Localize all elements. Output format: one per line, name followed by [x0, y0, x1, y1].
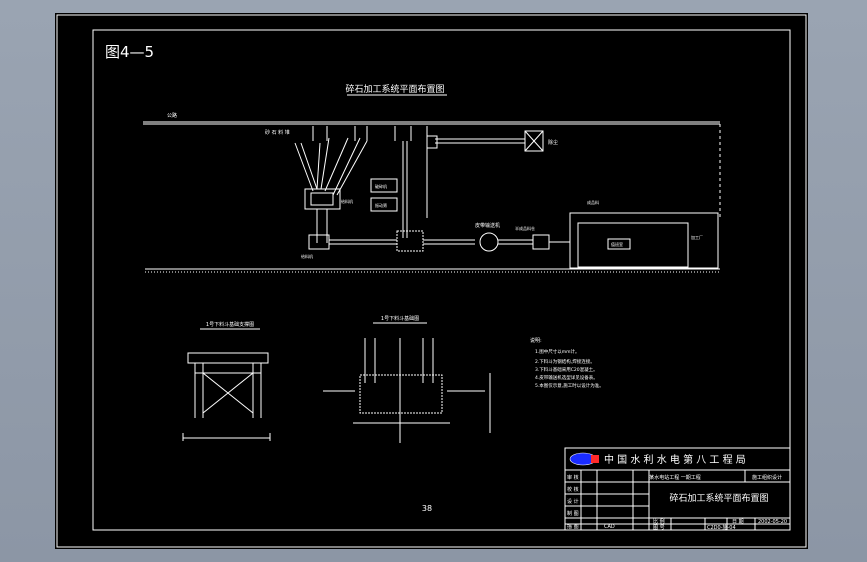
cad-drawing: 图4—5 碎石加工系统平面布置图 公路 砂 石 料 堆 — [56, 14, 807, 548]
dust-label: 除尘 — [548, 139, 558, 146]
crusher-center — [396, 230, 424, 252]
conveyor-label: 半成品料仓 — [515, 225, 535, 231]
svg-text:4.皮带输送机选型详见设备表。: 4.皮带输送机选型详见设备表。 — [535, 374, 598, 381]
feeder-label-2: 给料机 — [301, 253, 313, 259]
office-box — [607, 238, 631, 250]
crusher-left — [308, 234, 330, 250]
page-number: 38 — [422, 504, 432, 513]
design-stage: 施工组织设计 — [752, 474, 782, 481]
svg-text:说明:: 说明: — [530, 337, 542, 344]
stock-label: 成品料 — [587, 199, 599, 205]
stockpile-label: 砂 石 料 堆 — [265, 129, 290, 136]
equipment-label-2: 振动筛 — [375, 202, 387, 208]
stockpile-ticks — [312, 126, 428, 141]
approval-rows: 审 核 校 核 设 计 制 图 描 图 — [567, 474, 579, 530]
drawing-sheet: 图4—5 碎石加工系统平面布置图 公路 砂 石 料 堆 — [55, 13, 808, 549]
equipment-label-1: 破碎机 — [375, 183, 387, 189]
svg-text:2.下料斗为钢结构,焊接连接。: 2.下料斗为钢结构,焊接连接。 — [535, 358, 595, 365]
drawing-no-label: 图 号 — [653, 525, 665, 531]
svg-text:校 核: 校 核 — [567, 486, 579, 493]
road-label: 公路 — [167, 112, 177, 119]
scale-label: 比 例 — [653, 518, 665, 525]
feeder-label-1: 给料机 — [341, 198, 353, 204]
svg-text:描 图: 描 图 — [567, 523, 579, 530]
title-block — [564, 447, 791, 531]
equipment-box-2 — [370, 197, 398, 212]
feeder-box — [304, 188, 341, 210]
drawing-no: C2D0-施-04 — [707, 524, 736, 531]
svg-text:3.下料斗基础采用C20混凝土。: 3.下料斗基础采用C20混凝土。 — [535, 366, 598, 373]
shed-inner — [577, 222, 689, 268]
company-logo — [569, 452, 599, 466]
svg-text:1.图中尺寸以mm计。: 1.图中尺寸以mm计。 — [535, 348, 580, 355]
svg-text:制 图: 制 图 — [567, 510, 579, 517]
section-left-title: 1号下料斗基础支撑图 — [206, 321, 254, 328]
outer-frame — [56, 14, 807, 548]
dust-tower — [524, 130, 544, 152]
svg-text:5.本图仅示意,施工时以设计为准。: 5.本图仅示意,施工时以设计为准。 — [535, 382, 604, 389]
project-name: 某水电站工程 一期工程 — [649, 474, 701, 481]
inner-frame — [92, 29, 791, 531]
section-right-title: 1号下料斗基础图 — [381, 315, 419, 322]
company-name: 中 国 水 利 水 电 第 八 工 程 局 — [604, 453, 746, 466]
author: CAD — [604, 524, 615, 530]
processing-shed — [569, 212, 719, 269]
office-label: 值班室 — [611, 241, 623, 247]
equipment-box-1 — [370, 178, 398, 193]
section-right-drawing — [323, 338, 491, 443]
svg-text:审 核: 审 核 — [567, 474, 579, 481]
section-left-drawing — [182, 352, 271, 441]
notes: 说明: 1.图中尺寸以mm计。 2.下料斗为钢结构,焊接连接。 3.下料斗基础采… — [530, 337, 604, 389]
figure-label: 图4—5 — [105, 43, 154, 61]
screen-circle — [479, 232, 499, 252]
date-value: 2002-05-20 — [758, 519, 787, 525]
vertical-conveyors — [402, 141, 428, 238]
date-label: 日 期 — [732, 519, 744, 525]
inclined-belts — [294, 137, 368, 196]
svg-text:设 计: 设 计 — [567, 498, 579, 505]
shed-label: 加工厂 — [691, 234, 703, 240]
transfer-box — [532, 234, 550, 250]
feeder-box-inner — [310, 192, 334, 206]
upper-transfer — [426, 135, 438, 149]
plan-title: 碎石加工系统平面布置图 — [345, 83, 444, 95]
belt-label: 皮带输送机 — [475, 222, 500, 229]
drawing-title: 碎石加工系统平面布置图 — [669, 492, 768, 504]
